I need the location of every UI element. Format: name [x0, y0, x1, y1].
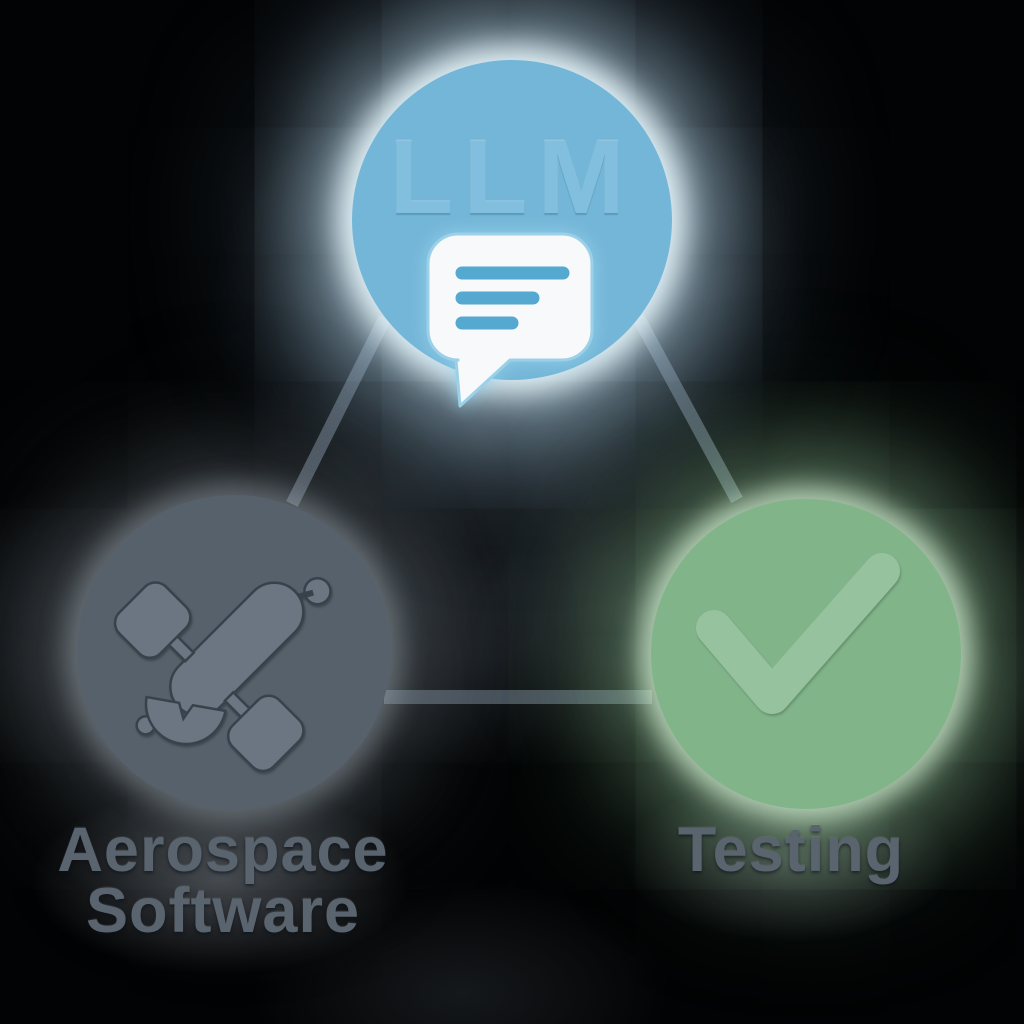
satellite-icon	[113, 576, 332, 773]
chat-bubble-icon	[426, 232, 594, 408]
label-testing: Testing	[677, 815, 905, 885]
satellite-panel-right	[226, 694, 305, 773]
label-aerospace-software: Aerospace Software	[57, 815, 389, 946]
node-llm-label: LLM	[389, 119, 635, 236]
checkmark-stroke	[696, 553, 900, 714]
satellite-panel-left	[113, 581, 192, 660]
connector-llm-testing	[632, 313, 743, 504]
chat-bubble-text-lines	[455, 266, 570, 330]
satellite-dish-group	[135, 695, 227, 746]
checkmark-icon	[696, 553, 900, 714]
satellite-dish	[144, 695, 227, 746]
satellite-antenna-ball	[303, 576, 332, 606]
satellite-body-group	[113, 576, 332, 773]
connector-llm-aerospace	[286, 315, 391, 507]
